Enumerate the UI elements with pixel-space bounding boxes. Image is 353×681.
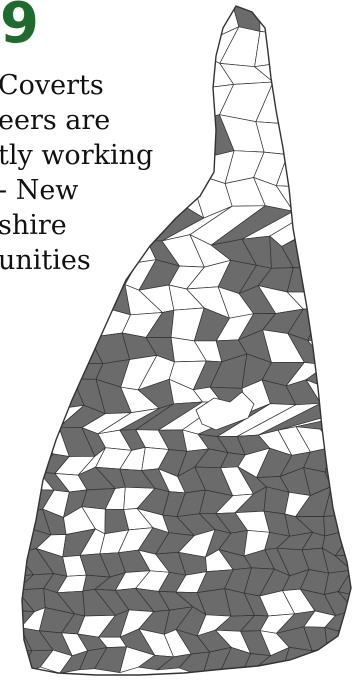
town-polygon (340, 306, 351, 343)
town-polygon (22, 488, 35, 514)
town-polygon (26, 377, 58, 415)
town-polygon (22, 512, 27, 535)
town-polygon (22, 407, 40, 435)
town-polygon (26, 362, 61, 381)
town-polygon (82, 6, 122, 39)
town-polygon (61, 6, 103, 39)
town-polygon (334, 467, 351, 491)
town-polygon (52, 328, 80, 364)
town-polygon (48, 28, 103, 66)
town-polygon (52, 305, 88, 341)
town-polygon (333, 257, 351, 291)
town-polygon (335, 87, 351, 125)
town-polygon (282, 35, 330, 64)
lake-winnipesaukee (195, 391, 255, 431)
town-polygon (43, 363, 81, 380)
town-polygon (138, 32, 176, 63)
caption-line: tly working (0, 140, 154, 171)
town-polygon (282, 55, 324, 95)
town-polygon (334, 22, 351, 57)
town-polygon (22, 362, 42, 381)
town-polygon (40, 281, 88, 315)
town-polygon (310, 289, 343, 319)
town-polygon (340, 147, 351, 185)
town-polygon (75, 280, 112, 314)
caption-line: shire (0, 210, 67, 241)
town-polygon (305, 233, 351, 269)
town-polygon (334, 53, 351, 93)
town-polygon (22, 286, 41, 319)
town-polygon (22, 329, 42, 365)
town-polygon (22, 285, 66, 312)
town-polygon (308, 21, 349, 56)
caption-line: unities (0, 245, 91, 276)
town-polygon (342, 514, 351, 532)
town-polygon (307, 307, 342, 343)
town-polygon (334, 554, 351, 571)
town-polygon (337, 630, 351, 653)
town-polygon (22, 609, 36, 631)
town-polygon (104, 24, 153, 63)
town-polygon (335, 123, 351, 156)
town-polygon (344, 431, 351, 458)
town-polygon (43, 377, 85, 410)
town-polygon (22, 328, 60, 364)
town-polygon (337, 569, 351, 598)
headline-caption: Coverts eers are tly working - New shire… (0, 68, 218, 278)
town-polygon (22, 408, 57, 434)
town-polygon (334, 234, 351, 271)
town-polygon (339, 6, 351, 25)
town-polygon (324, 648, 351, 673)
town-polygon (86, 25, 122, 58)
town-polygon (112, 6, 153, 34)
town-polygon (22, 526, 27, 554)
town-polygon (147, 6, 176, 35)
town-polygon (302, 116, 344, 156)
town-polygon (305, 154, 344, 188)
town-polygon (302, 87, 343, 125)
town-polygon (310, 257, 351, 293)
town-polygon (178, 651, 211, 675)
caption-line: Coverts (0, 70, 104, 101)
town-polygon (162, 33, 215, 59)
town-polygon (321, 547, 351, 574)
caption-line: eers are (0, 105, 111, 136)
town-polygon (22, 427, 54, 455)
town-polygon (340, 182, 351, 215)
town-polygon (286, 116, 322, 156)
town-polygon (308, 53, 343, 89)
town-polygon (286, 267, 329, 293)
town-polygon (305, 182, 351, 209)
town-polygon (335, 456, 351, 474)
town-polygon (278, 6, 330, 37)
town-polygon (340, 335, 351, 367)
town-polygon (330, 389, 351, 412)
town-polygon (22, 305, 66, 343)
town-polygon (22, 427, 30, 455)
town-polygon (315, 6, 349, 37)
town-polygon (22, 446, 30, 470)
coverts-count: 9 (0, 0, 39, 56)
town-polygon (343, 486, 351, 518)
town-polygon (22, 379, 40, 415)
town-polygon (336, 648, 351, 674)
town-polygon (333, 281, 351, 319)
town-polygon (22, 310, 42, 343)
town-polygon (286, 88, 324, 125)
town-polygon (324, 446, 351, 474)
town-polygon (22, 466, 35, 498)
town-polygon (170, 6, 215, 39)
town-polygon (254, 31, 301, 68)
town-polygon (330, 365, 351, 391)
state-border (21, 5, 352, 676)
caption-line: - New (0, 175, 79, 206)
